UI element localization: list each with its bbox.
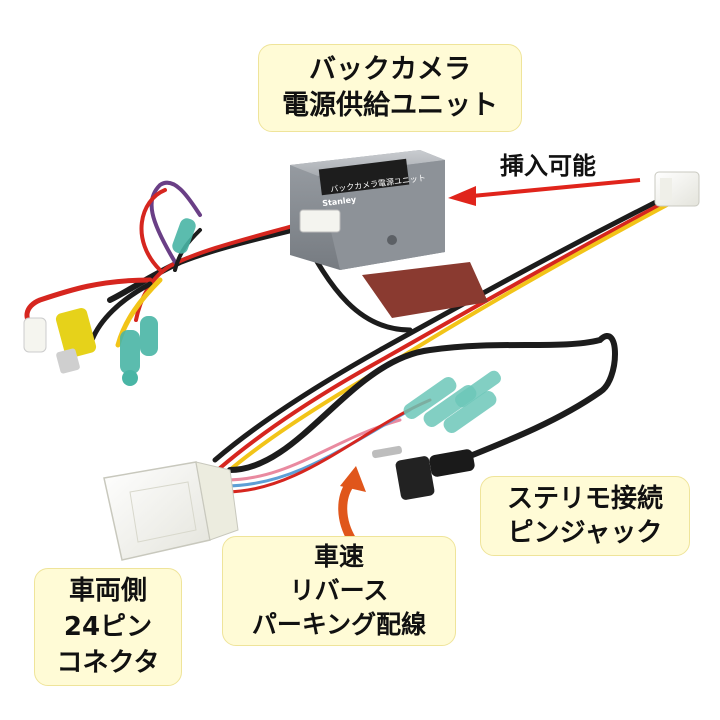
stereo-line2: ピンジャック [507, 518, 663, 548]
stereo-jack-callout: ステリモ接続 ピンジャック [480, 476, 690, 556]
rca-plug [55, 307, 97, 374]
insert-label: 挿入可能 [500, 152, 596, 180]
connector-line2: 24ピン [63, 612, 153, 642]
power-unit-box [290, 150, 445, 270]
connector-line1: 車両側 [68, 576, 147, 606]
speed-line2: リバース [289, 576, 389, 605]
main-harness [212, 187, 683, 494]
adhesive-pad [362, 262, 488, 318]
unit-title-callout: バックカメラ 電源供給ユニット [258, 44, 522, 132]
unit-box-brand: Stanley [322, 195, 358, 208]
stereo-jack [372, 445, 475, 500]
vehicle-connector-callout: 車両側 24ピン コネクタ [34, 568, 182, 686]
speed-line1: 車速 [313, 542, 364, 571]
connector-line3: コネクタ [56, 648, 160, 678]
left-wire-bundle [24, 180, 303, 348]
middle-teal-terminals [403, 370, 501, 434]
insert-arrow [448, 178, 641, 206]
right-white-connector [654, 171, 700, 207]
speed-line3: パーキング配線 [251, 610, 427, 639]
left-white-plug [23, 317, 47, 353]
vehicle-24pin-connector [103, 461, 239, 561]
speed-wiring-callout: 車速 リバース パーキング配線 [222, 536, 456, 646]
stereo-line1: ステリモ接続 [506, 484, 663, 514]
speed-wiring-arrow [338, 466, 366, 545]
unit-title-line1: バックカメラ [309, 54, 471, 85]
unit-title-line2: 電源供給ユニット [282, 90, 498, 121]
left-teal-terminals [120, 218, 196, 386]
